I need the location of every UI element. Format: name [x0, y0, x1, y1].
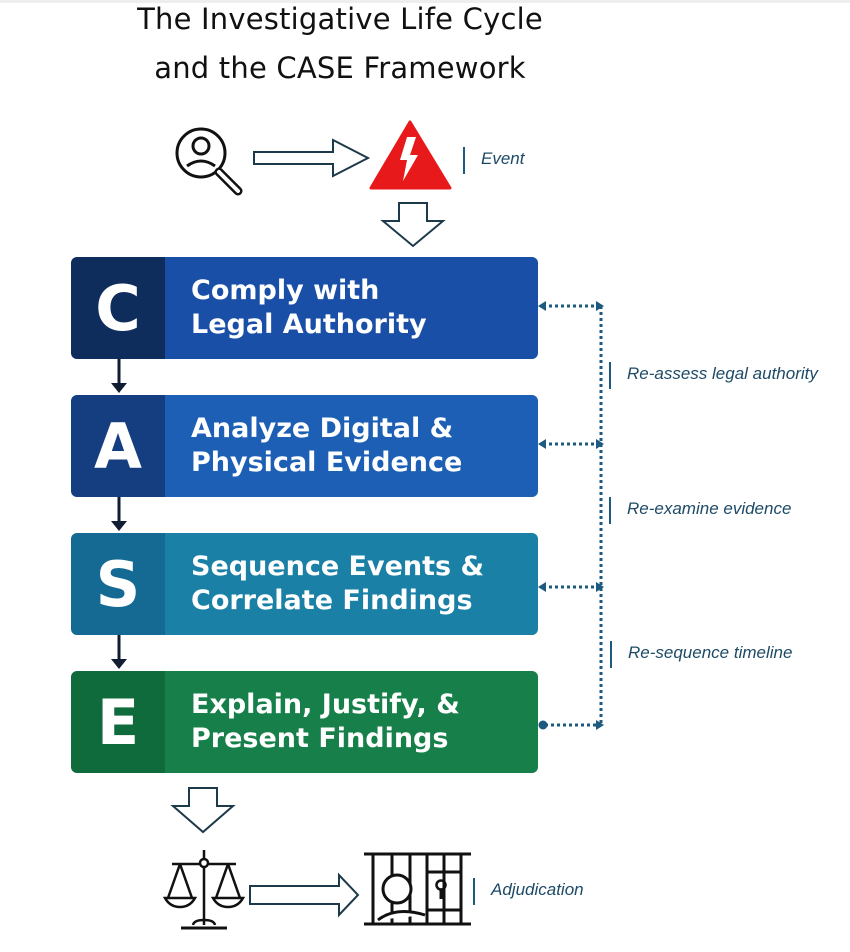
step-label: Analyze Digital & Physical Evidence: [165, 395, 538, 497]
diagram-title-line1: The Investigative Life Cycle: [137, 2, 543, 36]
right-arrow-icon: [249, 872, 360, 918]
step-label-line1: Comply with: [191, 275, 380, 306]
jail-cell-icon: [364, 852, 471, 926]
adjudication-label-text: Adjudication: [491, 880, 584, 899]
feedback-arrowheads: [538, 301, 604, 730]
step-label-line2: Legal Authority: [191, 309, 427, 340]
step-analyze: A Analyze Digital & Physical Evidence: [71, 395, 538, 497]
step-label: Sequence Events & Correlate Findings: [165, 533, 538, 635]
event-label: Event: [463, 147, 525, 174]
step-explain: E Explain, Justify, & Present Findings: [71, 671, 538, 773]
step-letter: S: [71, 533, 165, 635]
top-divider: [0, 0, 850, 3]
down-arrow-icon: [380, 202, 446, 248]
feedback-label-resequence: Re-sequence timeline: [610, 641, 793, 668]
step-label: Comply with Legal Authority: [165, 257, 538, 359]
feedback-label-text: Re-examine evidence: [627, 499, 792, 518]
feedback-label-reassess: Re-assess legal authority: [609, 362, 818, 389]
step-label: Explain, Justify, & Present Findings: [165, 671, 538, 773]
diagram-title-line2: and the CASE Framework: [154, 51, 526, 85]
step-label-line2: Physical Evidence: [191, 447, 463, 478]
label-divider: [473, 878, 475, 905]
step-letter: C: [71, 257, 165, 359]
adjudication-label: Adjudication: [473, 878, 584, 905]
feedback-loop: [543, 304, 603, 727]
label-divider: [463, 147, 465, 174]
step-letter: A: [71, 395, 165, 497]
step-label-line2: Correlate Findings: [191, 585, 473, 616]
step-sequence: S Sequence Events & Correlate Findings: [71, 533, 538, 635]
label-divider: [610, 641, 612, 668]
feedback-label-text: Re-assess legal authority: [627, 364, 818, 383]
warning-lightning-icon: [369, 120, 452, 190]
step-comply: C Comply with Legal Authority: [71, 257, 538, 359]
down-arrow-icon: [170, 787, 236, 834]
label-divider: [609, 497, 611, 524]
right-arrow-icon: [253, 138, 371, 178]
feedback-label-reexamine: Re-examine evidence: [609, 497, 792, 524]
step-label-line1: Explain, Justify, &: [191, 689, 460, 720]
step-label-line2: Present Findings: [191, 723, 449, 754]
label-divider: [609, 362, 611, 389]
step-letter: E: [71, 671, 165, 773]
scales-of-justice-icon: [162, 850, 246, 930]
step-connectors: [111, 359, 127, 669]
step-label-line1: Sequence Events &: [191, 551, 485, 582]
investigator-search-icon: [175, 127, 243, 196]
event-label-text: Event: [481, 149, 525, 168]
feedback-label-text: Re-sequence timeline: [628, 643, 793, 662]
step-label-line1: Analyze Digital &: [191, 413, 454, 444]
